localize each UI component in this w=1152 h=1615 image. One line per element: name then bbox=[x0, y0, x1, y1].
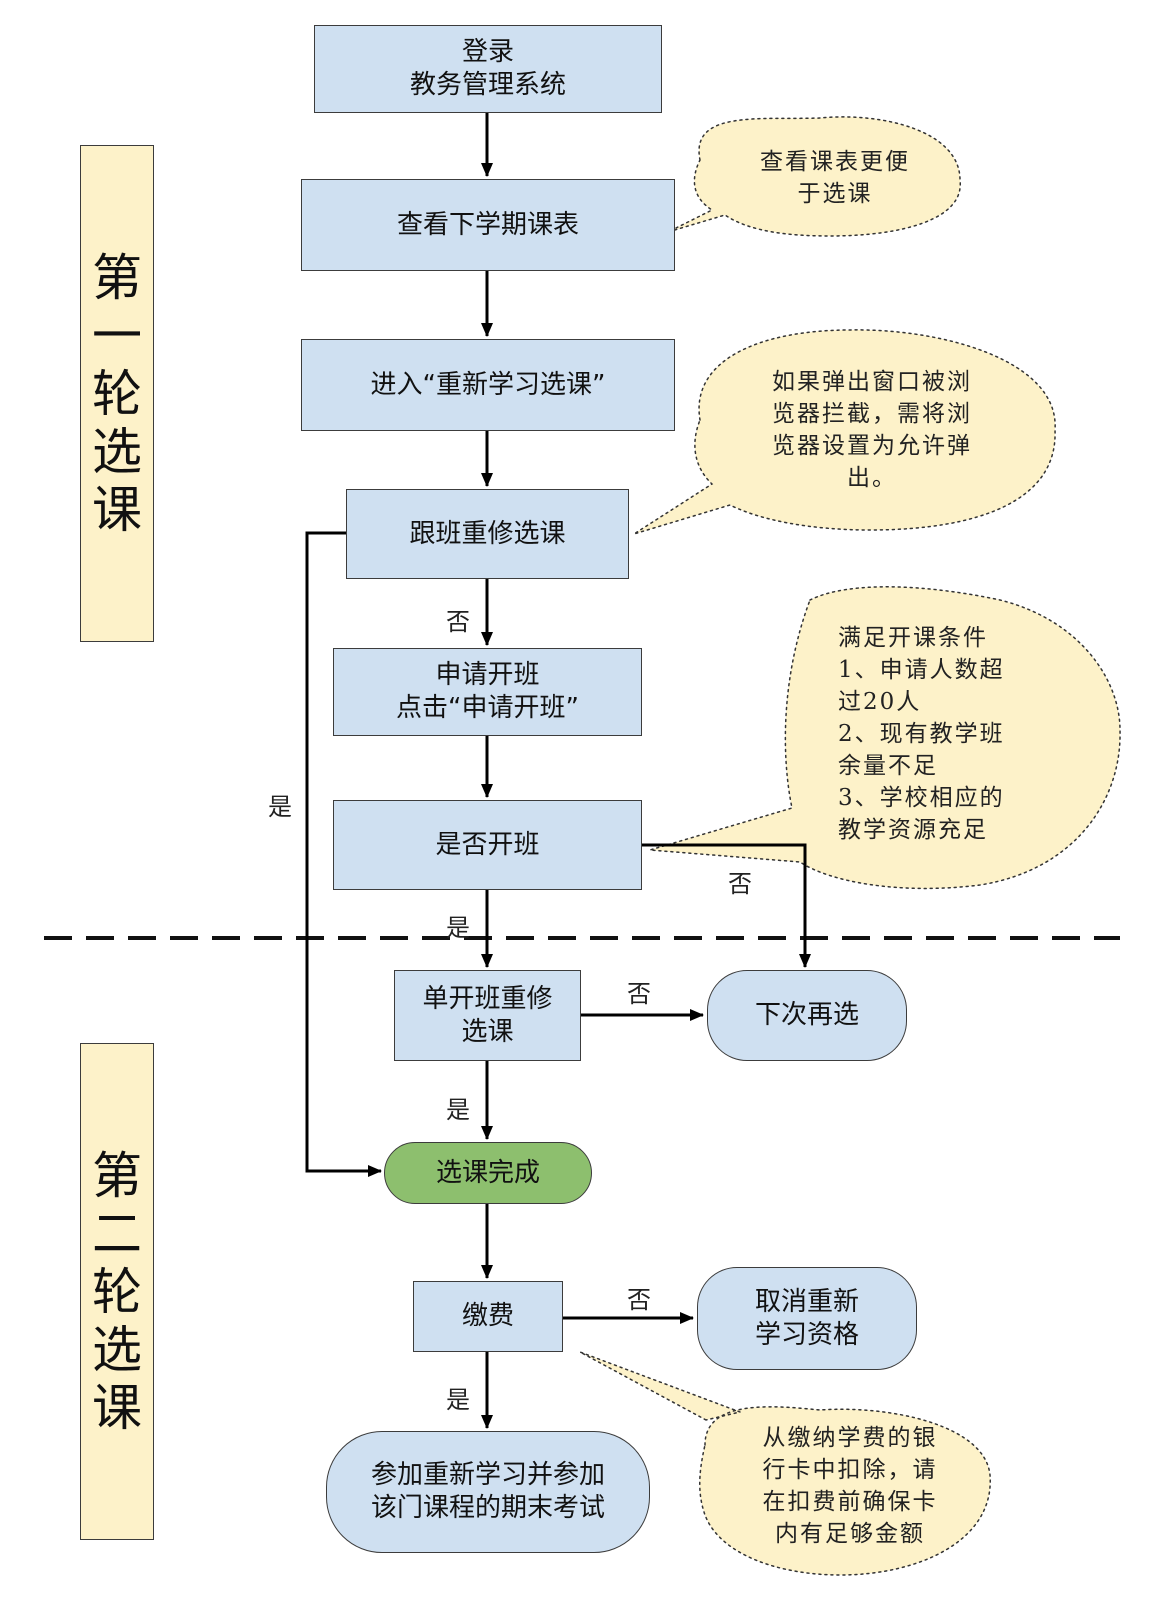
cancel-node: 取消重新 学习资格 bbox=[697, 1267, 917, 1370]
pay-node: 缴费 bbox=[413, 1281, 563, 1352]
login-line-2: 教务管理系统 bbox=[409, 70, 566, 100]
enter-reselect-label: 进入“重新学习选课” bbox=[370, 369, 606, 400]
popup-tip-bubble bbox=[633, 329, 1056, 535]
payment-tip-bubble bbox=[579, 1351, 991, 1576]
selection-done-node: 选课完成 bbox=[384, 1142, 592, 1204]
popup-tip-text: 如果弹出窗口被浏 览器拦截，需将浏 览器设置为允许弹 出。 bbox=[752, 366, 992, 494]
schedule-tip-bubble bbox=[667, 116, 961, 237]
label-no-after-follow: 否 bbox=[446, 608, 470, 636]
conditions-tip-bubble bbox=[649, 586, 1121, 890]
single-class-node: 单开班重修 选课 bbox=[394, 970, 581, 1061]
label-yes-after-pay: 是 bbox=[446, 1386, 470, 1414]
selection-done-label: 选课完成 bbox=[435, 1157, 540, 1188]
next-time-node: 下次再选 bbox=[707, 970, 907, 1061]
next-time-label: 下次再选 bbox=[754, 1000, 859, 1030]
phase-round-2: 第二轮选课 bbox=[80, 1043, 154, 1540]
label-yes-left: 是 bbox=[268, 793, 292, 821]
login-line-1: 登录 bbox=[461, 37, 514, 67]
popup-tip-line-4: 出。 bbox=[847, 465, 897, 491]
label-yes-after-single: 是 bbox=[446, 1096, 470, 1124]
popup-tip-line-1: 如果弹出窗口被浏 bbox=[772, 369, 972, 395]
payment-tip-line-2: 行卡中扣除，请 bbox=[762, 1457, 938, 1483]
payment-tip-text: 从缴纳学费的银 行卡中扣除，请 在扣费前确保卡 内有足够金额 bbox=[730, 1422, 970, 1550]
apply-class-line-2: 点击“申请开班” bbox=[396, 693, 579, 723]
view-schedule-node: 查看下学期课表 bbox=[301, 179, 675, 271]
schedule-tip-text: 查看课表更便 于选课 bbox=[740, 146, 930, 210]
class-opened-label: 是否开班 bbox=[435, 829, 540, 860]
final-line-2: 该门课程的期末考试 bbox=[370, 1493, 605, 1523]
conditions-tip-line-4: 2、现有教学班 bbox=[838, 721, 1005, 747]
final-line-1: 参加重新学习并参加 bbox=[370, 1460, 605, 1490]
phase-round-1-label: 第一轮选课 bbox=[92, 248, 142, 539]
pay-label: 缴费 bbox=[461, 1301, 514, 1331]
label-no-after-open: 否 bbox=[728, 870, 752, 898]
follow-class-node: 跟班重修选课 bbox=[346, 489, 629, 579]
payment-tip-line-4: 内有足够金额 bbox=[775, 1521, 925, 1547]
conditions-tip-line-5: 余量不足 bbox=[838, 753, 938, 779]
conditions-tip-line-3: 过20人 bbox=[838, 689, 922, 715]
label-yes-after-open: 是 bbox=[446, 914, 470, 942]
conditions-tip-line-7: 教学资源充足 bbox=[838, 817, 988, 843]
follow-class-label: 跟班重修选课 bbox=[409, 518, 566, 549]
conditions-tip-text: 满足开课条件 1、申请人数超 过20人 2、现有教学班 余量不足 3、学校相应的… bbox=[838, 622, 1088, 846]
login-node: 登录 教务管理系统 bbox=[314, 25, 662, 113]
popup-tip-line-3: 览器设置为允许弹 bbox=[772, 433, 972, 459]
phase-round-2-label: 第二轮选课 bbox=[92, 1146, 142, 1437]
schedule-tip-line-1: 查看课表更便 bbox=[760, 149, 910, 175]
single-class-line-1: 单开班重修 bbox=[422, 983, 553, 1014]
conditions-tip-line-2: 1、申请人数超 bbox=[838, 657, 1005, 683]
cancel-line-2: 学习资格 bbox=[754, 1319, 859, 1350]
single-class-line-2: 选课 bbox=[461, 1016, 514, 1047]
conditions-tip-line-1: 满足开课条件 bbox=[838, 625, 988, 651]
cancel-line-1: 取消重新 bbox=[754, 1286, 859, 1317]
view-schedule-label: 查看下学期课表 bbox=[396, 209, 579, 240]
phase-round-1: 第一轮选课 bbox=[80, 145, 154, 642]
payment-tip-line-1: 从缴纳学费的银 bbox=[762, 1425, 938, 1451]
final-node: 参加重新学习并参加 该门课程的期末考试 bbox=[326, 1431, 650, 1553]
class-opened-node: 是否开班 bbox=[333, 800, 642, 890]
label-no-after-single: 否 bbox=[627, 980, 651, 1008]
conditions-tip-line-6: 3、学校相应的 bbox=[838, 785, 1005, 811]
schedule-tip-line-2: 于选课 bbox=[797, 181, 873, 207]
payment-tip-line-3: 在扣费前确保卡 bbox=[762, 1489, 938, 1515]
apply-class-line-1: 申请开班 bbox=[435, 660, 540, 690]
label-no-after-pay: 否 bbox=[627, 1286, 651, 1314]
popup-tip-line-2: 览器拦截，需将浏 bbox=[772, 401, 972, 427]
apply-class-node: 申请开班 点击“申请开班” bbox=[333, 648, 642, 736]
enter-reselect-node: 进入“重新学习选课” bbox=[301, 339, 675, 431]
